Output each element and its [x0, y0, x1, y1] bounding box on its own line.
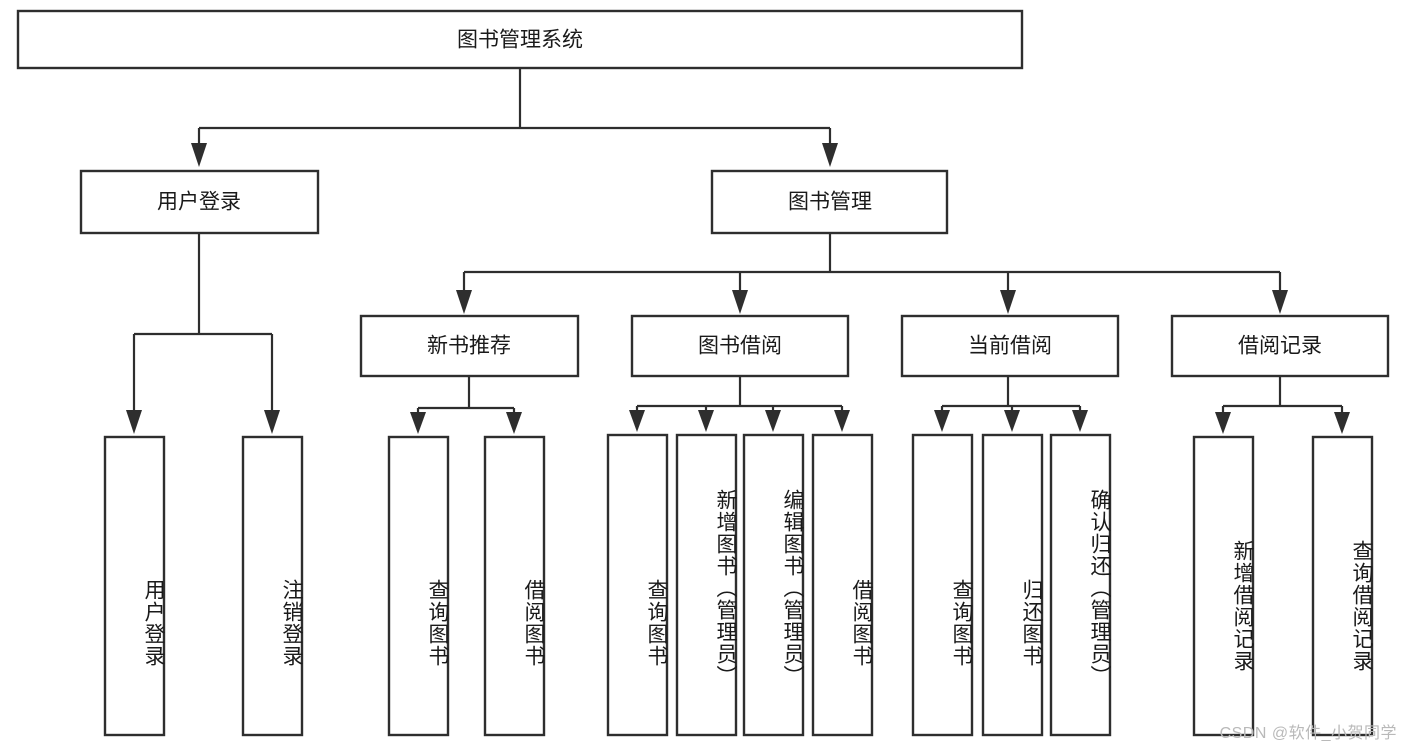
node-root-label: 图书管理系统: [457, 29, 583, 52]
node-leaf-query-record-box[interactable]: [1311, 435, 1374, 737]
arrow-to-current-borrow: [1000, 290, 1016, 314]
node-book-management[interactable]: 图书管理: [710, 169, 949, 235]
node-leaf-confirm-return-box[interactable]: [1049, 433, 1112, 737]
connector-layer: [126, 69, 1350, 434]
node-book-borrow-box[interactable]: [630, 314, 850, 378]
arrow-to-leaf-edit-book: [765, 410, 781, 432]
node-current-borrow-label: 当前借阅: [968, 335, 1052, 358]
node-root-box[interactable]: [16, 9, 1024, 70]
node-borrow-record-box[interactable]: [1170, 314, 1390, 378]
node-leaf-query-book-3-box[interactable]: [911, 433, 974, 737]
node-leaf-add-record-box[interactable]: [1192, 435, 1255, 737]
node-new-book-recommend-box[interactable]: [359, 314, 580, 378]
node-leaf-query-book-2-box[interactable]: [606, 433, 669, 737]
node-borrow-record[interactable]: 借阅记录: [1170, 314, 1390, 378]
node-leaf-return-book-box[interactable]: [981, 433, 1044, 737]
arrow-to-leaf-user-login: [126, 410, 142, 434]
node-leaf-borrow-book-1-box[interactable]: [483, 435, 546, 737]
node-leaf-borrow-book-2-box[interactable]: [811, 433, 874, 737]
arrow-to-leaf-query-book-2: [629, 410, 645, 432]
node-current-borrow-box[interactable]: [900, 314, 1120, 378]
node-leaf-logout-box[interactable]: [241, 435, 304, 737]
node-leaf-add-book-box[interactable]: [675, 433, 738, 737]
arrow-to-leaf-add-book: [698, 410, 714, 432]
arrow-to-leaf-confirm-return: [1072, 410, 1088, 432]
csdn-watermark: CSDN @软件_小贺同学: [1219, 725, 1397, 742]
node-new-book-recommend-label: 新书推荐: [427, 335, 511, 358]
arrow-to-leaf-add-record: [1215, 412, 1231, 434]
arrow-to-leaf-query-book-3: [934, 410, 950, 432]
node-leaf-query-book-1-box[interactable]: [387, 435, 450, 737]
arrow-to-user-login: [191, 143, 207, 167]
node-book-management-box[interactable]: [710, 169, 949, 235]
node-user-login[interactable]: 用户登录: [79, 169, 320, 235]
arrow-to-leaf-query-book-1: [410, 412, 426, 434]
node-leaf-edit-book-box[interactable]: [742, 433, 805, 737]
arrow-to-book-management: [822, 143, 838, 167]
node-user-login-label: 用户登录: [157, 191, 241, 214]
arrow-to-borrow-record: [1272, 290, 1288, 314]
arrow-to-leaf-borrow-book-1: [506, 412, 522, 434]
node-book-borrow[interactable]: 图书借阅: [630, 314, 850, 378]
node-book-management-label: 图书管理: [788, 191, 872, 214]
node-borrow-record-label: 借阅记录: [1238, 335, 1322, 358]
arrow-to-leaf-borrow-book-2: [834, 410, 850, 432]
arrow-to-new-book-recommend: [456, 290, 472, 314]
node-book-borrow-label: 图书借阅: [698, 335, 782, 358]
arrow-to-leaf-query-record: [1334, 412, 1350, 434]
node-current-borrow[interactable]: 当前借阅: [900, 314, 1120, 378]
arrow-to-leaf-return-book: [1004, 410, 1020, 432]
arrow-to-book-borrow: [732, 290, 748, 314]
node-user-login-box[interactable]: [79, 169, 320, 235]
node-new-book-recommend[interactable]: 新书推荐: [359, 314, 580, 378]
arrow-to-leaf-logout: [264, 410, 280, 434]
node-leaf-user-login-box[interactable]: [103, 435, 166, 737]
node-root[interactable]: 图书管理系统: [16, 9, 1024, 70]
